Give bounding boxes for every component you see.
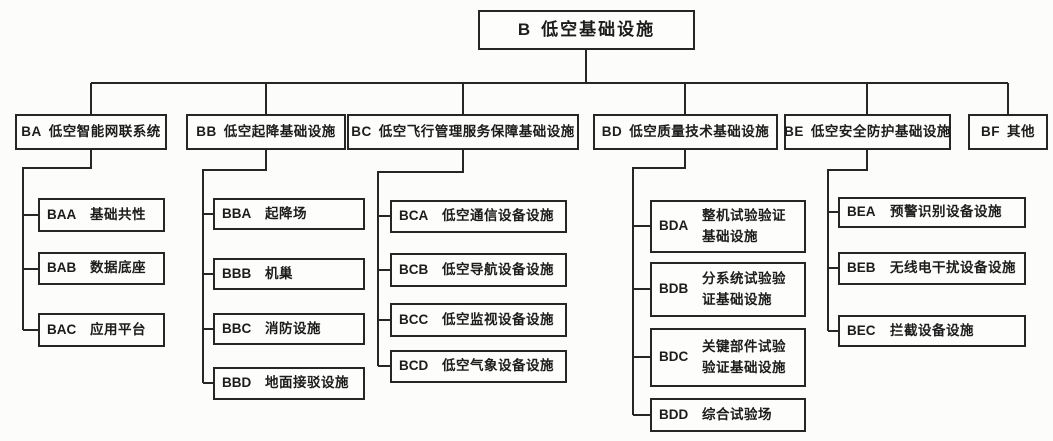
leaf-node-beb: BEB 无线电干扰设备设施 xyxy=(838,252,1026,285)
connector-spine-bb xyxy=(202,150,267,384)
leaf-node-bbc: BBC 消防设施 xyxy=(213,313,365,345)
connector-spine-bd xyxy=(632,150,686,416)
leaf-node-bea: BEA 预警识别设备设施 xyxy=(838,197,1026,228)
leaf-code: BCA xyxy=(399,208,429,224)
leaf-label: 分系统试验验证基础设施 xyxy=(702,271,786,307)
leaf-code: BCB xyxy=(399,261,429,277)
leaf-code: BBC xyxy=(222,320,252,336)
leaf-node-bcc: BCC 低空监视设备设施 xyxy=(390,303,567,337)
leaf-label: 低空监视设备设施 xyxy=(442,311,554,327)
leaf-label: 预警识别设备设施 xyxy=(890,204,1002,220)
root-node: B 低空基础设施 xyxy=(478,10,695,50)
leaf-label: 应用平台 xyxy=(90,321,146,337)
leaf-node-bca: BCA 低空通信设备设施 xyxy=(390,200,567,233)
branch-label: 其他 xyxy=(1007,123,1035,139)
leaf-code: BAA xyxy=(47,206,77,222)
leaf-node-bdb: BDB 分系统试验验证基础设施 xyxy=(650,262,806,317)
leaf-code: BDB xyxy=(659,281,689,297)
leaf-code: BBA xyxy=(222,205,252,221)
leaf-label: 基础共性 xyxy=(90,206,146,222)
leaf-node-bbd: BBD 地面接驳设施 xyxy=(213,367,365,400)
leaf-code: BDA xyxy=(659,218,689,234)
connector-spine-be xyxy=(827,150,868,332)
leaf-code: BAC xyxy=(47,321,77,337)
connector-spine-ba xyxy=(22,150,92,331)
branch-label: 低空质量技术基础设施 xyxy=(629,123,770,139)
leaf-node-bcd: BCD 低空气象设备设施 xyxy=(390,350,567,383)
leaf-node-bba: BBA 起降场 xyxy=(213,198,365,230)
leaf-node-baa: BAA 基础共性 xyxy=(38,198,165,232)
leaf-label: 消防设施 xyxy=(265,320,321,336)
leaf-label: 拦截设备设施 xyxy=(890,322,974,338)
leaf-label: 无线电干扰设备设施 xyxy=(890,260,1016,276)
branch-code: BA xyxy=(21,123,42,139)
leaf-node-bdd: BDD 综合试验场 xyxy=(650,398,806,432)
branch-code: BC xyxy=(351,123,372,139)
branch-node-bc: BC 低空飞行管理服务保障基础设施 xyxy=(347,114,579,150)
branch-code: BF xyxy=(981,123,1000,139)
leaf-code: BEB xyxy=(847,260,876,276)
leaf-label: 综合试验场 xyxy=(702,406,772,422)
leaf-label: 低空通信设备设施 xyxy=(442,208,554,224)
branch-node-bb: BB 低空起降基础设施 xyxy=(186,114,346,150)
branch-label: 低空安全防护基础设施 xyxy=(810,123,951,139)
root-node-label: 低空基础设施 xyxy=(541,19,656,39)
leaf-label: 低空导航设备设施 xyxy=(442,261,554,277)
branch-label: 低空起降基础设施 xyxy=(223,123,336,139)
branch-node-be: BE 低空安全防护基础设施 xyxy=(784,114,951,150)
leaf-label: 低空气象设备设施 xyxy=(442,358,554,374)
leaf-label: 起降场 xyxy=(265,205,307,221)
root-node-code: B xyxy=(517,19,533,39)
branch-node-ba: BA 低空智能网联系统 xyxy=(15,114,167,150)
leaf-node-bdc: BDC 关键部件试验验证基础设施 xyxy=(650,328,806,387)
branch-label: 低空飞行管理服务保障基础设施 xyxy=(378,123,575,139)
leaf-node-bac: BAC 应用平台 xyxy=(38,313,165,347)
leaf-label: 机巢 xyxy=(265,265,293,281)
leaf-node-bab: BAB 数据底座 xyxy=(38,252,165,285)
leaf-code: BBB xyxy=(222,265,252,281)
leaf-node-bcb: BCB 低空导航设备设施 xyxy=(390,253,567,287)
connector-spine-bc xyxy=(377,150,464,367)
leaf-code: BEC xyxy=(847,322,876,338)
leaf-code: BAB xyxy=(47,260,77,276)
leaf-label: 地面接驳设施 xyxy=(265,375,349,391)
leaf-code: BDD xyxy=(659,406,689,422)
leaf-node-bda: BDA 整机试验验证基础设施 xyxy=(650,200,806,253)
branch-node-bf: BF 其他 xyxy=(968,114,1048,150)
branch-code: BB xyxy=(196,123,217,139)
leaf-node-bbb: BBB 机巢 xyxy=(213,258,365,290)
leaf-node-bec: BEC 拦截设备设施 xyxy=(838,315,1026,347)
leaf-code: BCD xyxy=(399,358,429,374)
leaf-code: BBD xyxy=(222,375,252,391)
branch-label: 低空智能网联系统 xyxy=(48,123,161,139)
branch-code: BD xyxy=(601,123,623,139)
branch-node-bd: BD 低空质量技术基础设施 xyxy=(593,114,778,150)
leaf-code: BEA xyxy=(847,204,876,220)
leaf-code: BCC xyxy=(399,311,429,327)
leaf-label: 数据底座 xyxy=(90,260,146,276)
branch-code: BE xyxy=(784,123,804,139)
leaf-label: 整机试验验证基础设施 xyxy=(702,208,786,244)
leaf-code: BDC xyxy=(659,349,689,365)
leaf-label: 关键部件试验验证基础设施 xyxy=(702,339,786,375)
